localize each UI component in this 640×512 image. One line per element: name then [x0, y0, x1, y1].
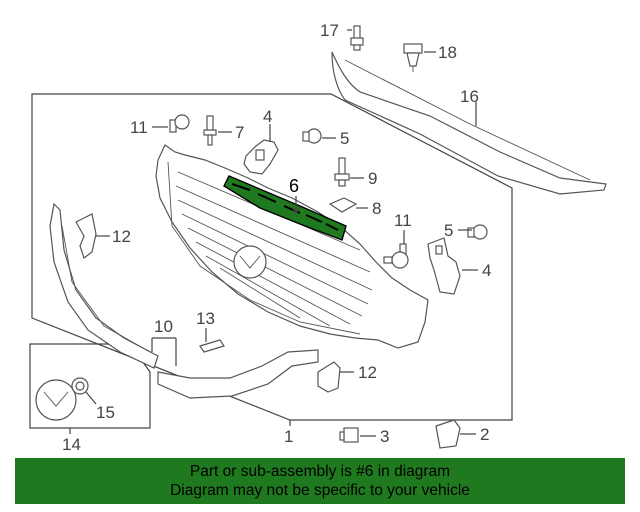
callout-4-lower: 4	[482, 261, 491, 280]
front-grille-1[interactable]	[155, 144, 429, 349]
push-clip-18[interactable]	[403, 43, 423, 72]
callout-5-lower: 5	[444, 221, 453, 240]
banner-line-2: Diagram may not be specific to your vehi…	[170, 482, 470, 499]
bolt-7[interactable]	[203, 115, 217, 146]
emblem-14[interactable]	[35, 379, 77, 421]
leader-lines	[69, 29, 478, 437]
callout-9: 9	[368, 169, 377, 188]
bracket-12-right[interactable]	[317, 361, 341, 393]
callout-4-upper: 4	[263, 107, 272, 126]
callout-11-lower: 11	[394, 211, 412, 230]
callout-5-upper: 5	[340, 129, 349, 148]
bolt-5-upper[interactable]	[302, 128, 322, 144]
callout-2: 2	[480, 425, 489, 444]
clip-13[interactable]	[199, 339, 225, 353]
banner-line-1: Part or sub-assembly is #6 in diagram	[189, 463, 451, 480]
clip-12-left[interactable]	[75, 213, 97, 259]
bolt-9[interactable]	[334, 157, 350, 187]
bracket-4-lower[interactable]	[427, 237, 461, 295]
callout-14: 14	[62, 435, 81, 454]
assembly-box	[31, 93, 513, 421]
info-banner: Part or sub-assembly is #6 in diagram Di…	[15, 458, 625, 504]
callout-16: 16	[460, 87, 479, 106]
callout-17: 17	[320, 21, 339, 40]
callout-11-upper: 11	[130, 118, 148, 137]
callout-6: 6	[289, 176, 299, 196]
bracket-4-upper[interactable]	[243, 139, 279, 175]
callout-15: 15	[96, 403, 115, 422]
screw-11-upper[interactable]	[169, 114, 190, 133]
bracket-2[interactable]	[435, 419, 461, 449]
callout-1: 1	[284, 427, 293, 446]
clip-3[interactable]	[339, 427, 359, 443]
reinforcement-bar-6[interactable]	[223, 175, 347, 241]
lower-molding-10[interactable]	[49, 202, 319, 399]
callout-3: 3	[380, 427, 389, 446]
callout-8: 8	[372, 199, 381, 218]
bolt-5-lower[interactable]	[467, 224, 488, 240]
callout-18: 18	[438, 43, 457, 62]
pin-clip-17[interactable]	[350, 25, 364, 51]
callout-12-right: 12	[358, 363, 377, 382]
screw-11-lower[interactable]	[383, 243, 409, 269]
callout-13: 13	[196, 309, 215, 328]
parts-diagram: 17 18 16 6 4 7 11 5 9 8 11 5 4 12 12 10 …	[29, 21, 607, 454]
callout-7: 7	[235, 123, 244, 142]
upper-molding-16[interactable]	[331, 51, 607, 195]
callout-10: 10	[154, 317, 173, 336]
pad-8[interactable]	[328, 197, 358, 213]
grommet-15[interactable]	[71, 377, 89, 395]
callout-12-left: 12	[112, 227, 131, 246]
